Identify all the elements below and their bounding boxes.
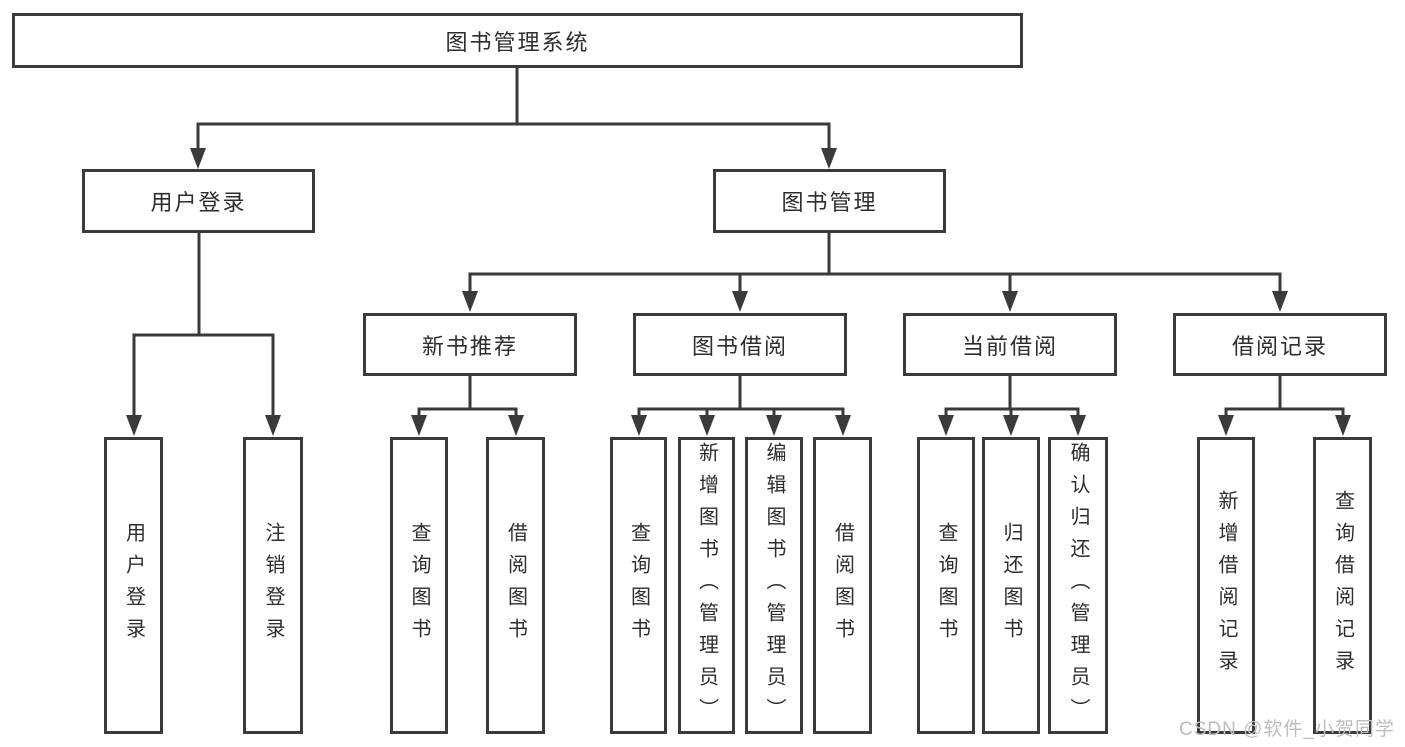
node-label: 确认归还（管理员） <box>1067 441 1089 730</box>
node-label: 借阅图书 <box>831 521 854 650</box>
node-add-books-admin: 新增图书（管理员） <box>678 437 735 734</box>
node-return-books: 归还图书 <box>982 437 1040 734</box>
node-book-borrowing: 图书借阅 <box>633 313 847 376</box>
node-label: 图书管理 <box>781 190 878 215</box>
node-user-login: 用户登录 <box>104 437 163 734</box>
node-library-management-system: 图书管理系统 <box>12 13 1023 68</box>
node-borrowing-records: 借阅记录 <box>1173 313 1387 376</box>
node-label: 借阅图书 <box>504 521 527 650</box>
node-label: 查询借阅记录 <box>1331 489 1354 682</box>
node-borrow-books: 借阅图书 <box>813 437 872 734</box>
node-label: 编辑图书（管理员） <box>763 441 785 730</box>
node-query-books-current: 查询图书 <box>917 437 975 734</box>
node-label: 新增图书（管理员） <box>695 441 718 730</box>
node-label: 用户登录 <box>150 190 247 215</box>
node-label: 查询图书 <box>627 521 650 650</box>
node-label: 新增借阅记录 <box>1215 489 1237 682</box>
node-current-borrowing: 当前借阅 <box>903 313 1117 376</box>
node-user-login-group: 用户登录 <box>82 169 315 233</box>
node-query-books-recommend: 查询图书 <box>390 437 448 734</box>
node-book-management-group: 图书管理 <box>713 169 946 233</box>
node-new-book-recommendation: 新书推荐 <box>363 313 577 376</box>
node-label: 借阅记录 <box>1231 333 1328 359</box>
node-label: 当前借阅 <box>961 333 1058 359</box>
csdn-watermark: CSDN @软件_小贺同学 <box>1179 719 1395 740</box>
node-edit-books-admin: 编辑图书（管理员） <box>745 437 803 734</box>
node-label: 新书推荐 <box>421 333 518 359</box>
node-label: 用户登录 <box>122 521 145 650</box>
node-logout: 注销登录 <box>243 437 303 734</box>
node-label: 注销登录 <box>262 521 284 650</box>
node-label: 归还图书 <box>1000 521 1022 650</box>
node-query-borrow-record: 查询借阅记录 <box>1313 437 1372 734</box>
node-label: 查询图书 <box>408 521 430 650</box>
node-confirm-return-admin: 确认归还（管理员） <box>1048 437 1108 734</box>
node-query-books-borrowing: 查询图书 <box>610 437 667 734</box>
node-borrow-books-recommend: 借阅图书 <box>486 437 545 734</box>
node-label: 图书借阅 <box>691 333 788 359</box>
node-add-borrow-record: 新增借阅记录 <box>1197 437 1255 734</box>
node-label: 图书管理系统 <box>445 29 590 55</box>
node-label: 查询图书 <box>935 521 957 650</box>
